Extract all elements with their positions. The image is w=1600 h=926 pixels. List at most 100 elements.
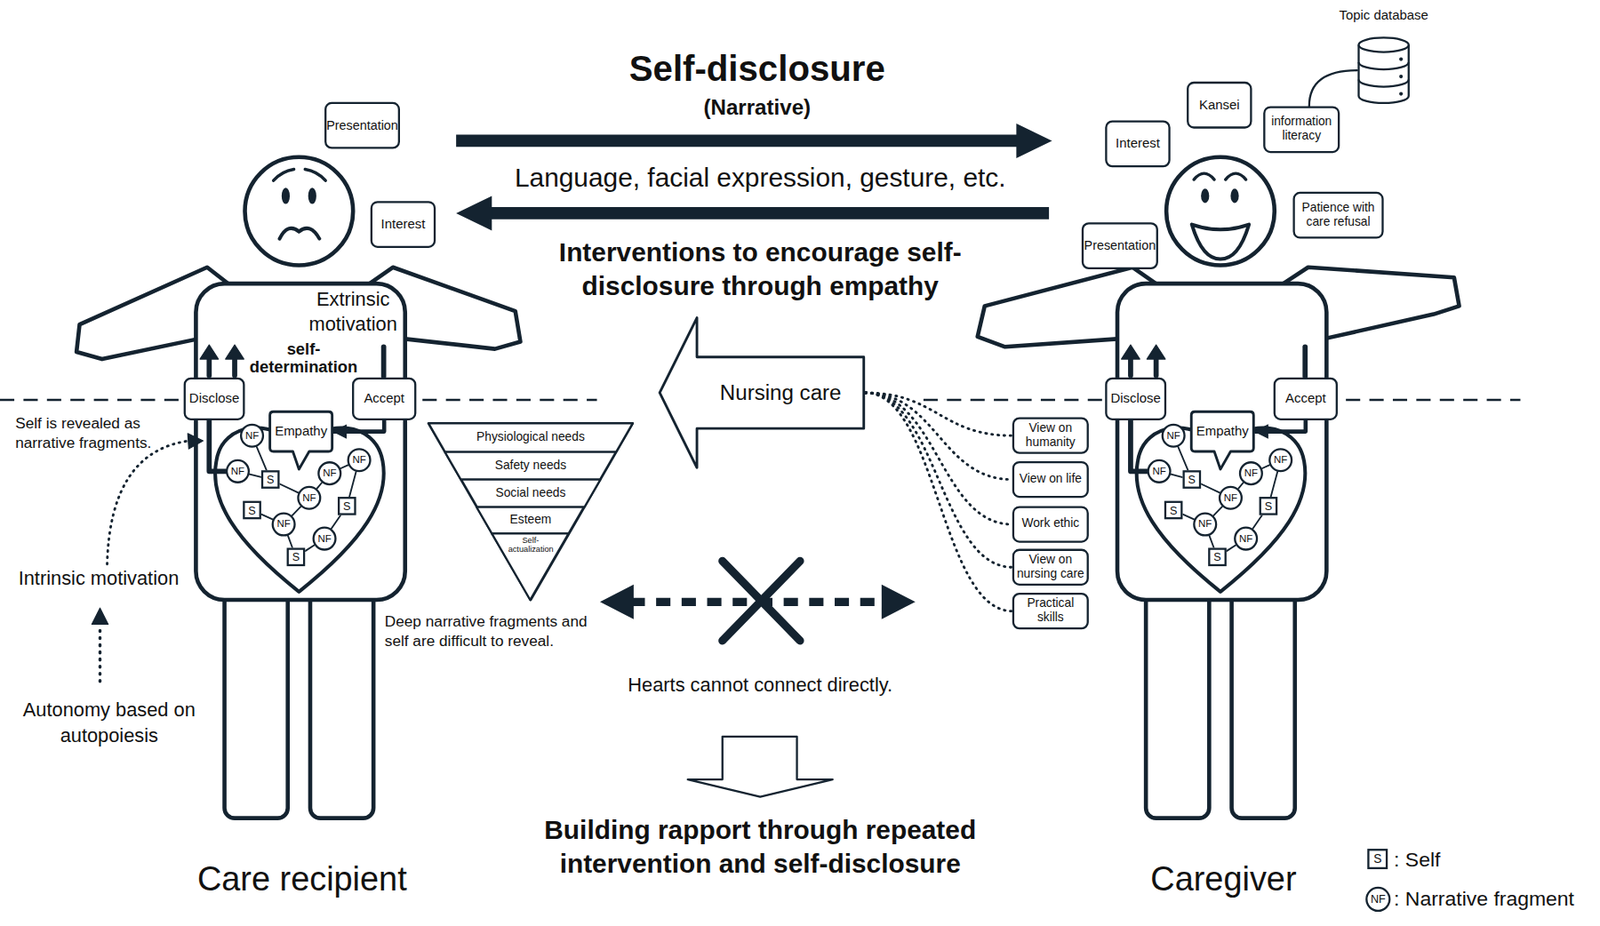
connector — [864, 392, 1012, 612]
note: Hearts cannot connect directly. — [556, 674, 965, 698]
literacy-box: information literacy — [1263, 105, 1340, 153]
needs-band: Safety needs — [445, 452, 616, 480]
presentation-box: Presentation — [324, 102, 400, 150]
node-text: Kansei — [1199, 97, 1240, 113]
extrinsic-line — [381, 346, 387, 376]
bubble-outline — [270, 411, 333, 470]
smile — [1192, 224, 1249, 260]
band-outline — [461, 480, 601, 508]
value-box: View on humanity — [1012, 417, 1089, 455]
connector — [280, 483, 299, 493]
disclose-arrow-head — [1121, 344, 1141, 360]
node-text: NF — [245, 430, 259, 440]
node-text: Practical skills — [1016, 597, 1085, 626]
recipient-head — [245, 157, 354, 266]
note: Self is revealed as narrative fragments. — [15, 413, 179, 453]
node-text: Topic database — [1312, 8, 1456, 24]
arrow-head — [187, 433, 203, 449]
connector — [1262, 464, 1270, 469]
sad-eyebrow — [304, 169, 326, 182]
node-text: Work ethic — [1021, 517, 1080, 532]
legend-text: : Narrative fragment — [1393, 887, 1599, 912]
node-text: View on humanity — [1016, 421, 1085, 450]
happy-eyebrow — [1225, 173, 1247, 180]
disclose-arrow — [206, 357, 212, 376]
node-text: Esteem — [510, 513, 552, 528]
interest-box: Interest — [370, 200, 436, 248]
happy-eyebrow — [1193, 173, 1215, 180]
leg — [310, 581, 374, 818]
circle-outline — [1219, 487, 1242, 510]
arrow-head — [91, 608, 108, 624]
cross-mark — [722, 560, 800, 641]
legend-fragment-symbol: NF — [1365, 887, 1392, 913]
connector — [1309, 70, 1358, 106]
self-disclosure-arrow-head — [1016, 123, 1052, 159]
circle-outline — [348, 448, 371, 472]
needs-band: Physiological needs — [428, 423, 633, 452]
connector — [261, 514, 273, 520]
needs-band: Esteem — [477, 507, 585, 535]
arrow-outline — [659, 318, 864, 469]
eye — [281, 187, 290, 204]
band-outline — [428, 423, 633, 452]
node-text: S — [1188, 473, 1196, 486]
connector — [331, 515, 341, 529]
node-text: NF — [352, 455, 366, 465]
node-text: Social needs — [495, 486, 566, 501]
node-text: Self-actualization — [508, 536, 554, 555]
connector — [1252, 515, 1262, 529]
narrative-fragment-circle: NF — [312, 526, 337, 552]
cylinder-top — [1359, 37, 1409, 52]
arrow-head — [600, 584, 634, 620]
node-text: NF — [231, 466, 245, 477]
connector — [256, 447, 267, 471]
band-outline — [492, 533, 569, 600]
disclose-box: Disclose — [1104, 377, 1167, 421]
autonomy-dotted-arrow — [98, 624, 102, 682]
band-outline — [445, 452, 616, 480]
presentation-box: Presentation — [1081, 222, 1159, 270]
node-text: View on nursing care — [1016, 552, 1085, 582]
connector — [1238, 482, 1243, 488]
narrative-fragment-circle: NF — [296, 485, 322, 511]
expression-arrow-head — [456, 195, 492, 231]
interest-box: Interest — [1104, 120, 1170, 168]
heading-note: Interventions to encourage self-disclosu… — [539, 235, 981, 304]
node-text: Physiological needs — [476, 431, 585, 446]
node-text: S — [266, 473, 274, 486]
narrative-fragment-circle: NF — [271, 512, 296, 537]
node-text: Interest — [381, 216, 426, 232]
disclose-arrow — [232, 357, 238, 376]
legend-self-symbol: S — [1367, 848, 1388, 870]
extrinsic-line — [1302, 346, 1308, 376]
disclose-box: Disclose — [184, 377, 246, 421]
connector — [349, 472, 356, 497]
node-text: Disclose — [1110, 391, 1160, 407]
circle-outline — [318, 462, 341, 485]
connector — [249, 474, 262, 478]
circle-outline — [1240, 462, 1263, 485]
self-square: S — [242, 501, 262, 520]
figure-name: Caregiver — [1070, 859, 1376, 900]
leg — [1232, 581, 1296, 818]
node-text: S — [1213, 551, 1221, 563]
disclose-arrow-head — [200, 344, 219, 360]
subtitle: (Narrative) — [552, 94, 961, 120]
caregiver-figure — [1117, 283, 1327, 819]
eye — [308, 187, 317, 204]
empathy-bubble: Empathy — [268, 409, 334, 453]
sad-eyebrow — [273, 169, 295, 182]
self-square: S — [337, 496, 357, 516]
narrative-fragment-circle: NF — [1192, 512, 1218, 537]
hollow-down-arrow — [688, 736, 833, 798]
value-box: View on life — [1012, 461, 1089, 498]
node-text: NF — [1273, 455, 1288, 465]
title: Self-disclosure — [450, 47, 1064, 90]
disclose-arrow-head — [225, 344, 245, 360]
eye — [1230, 188, 1239, 203]
connector — [333, 420, 384, 432]
note: Autonomy based on autopoiesis — [7, 696, 212, 748]
circle-outline — [1366, 888, 1390, 912]
disclose-arrow-head — [1146, 344, 1166, 360]
